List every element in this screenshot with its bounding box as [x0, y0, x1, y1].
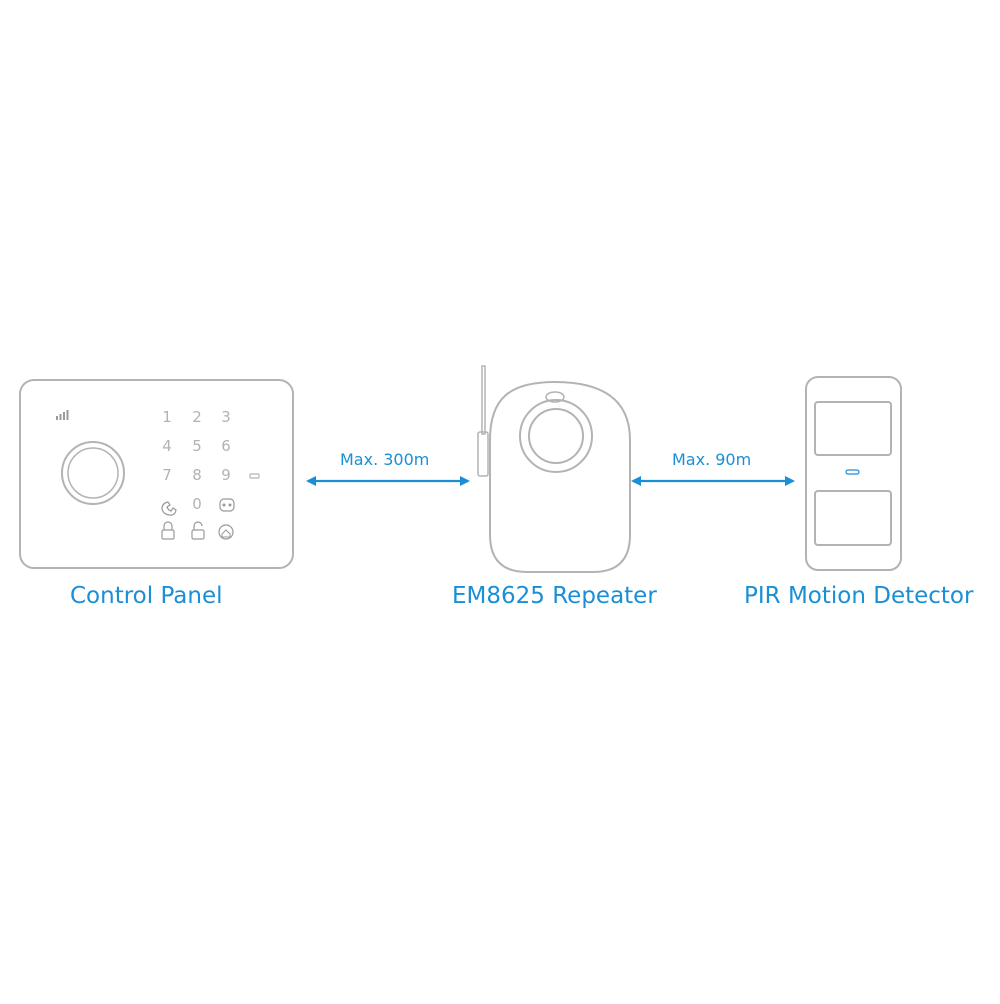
keypad-key-8: 8: [192, 466, 202, 484]
range-label-panel-repeater: Max. 300m: [340, 450, 430, 469]
keypad-key-3: 3: [221, 408, 231, 426]
repeater-lens-outer: [519, 399, 593, 473]
sos-icon: [219, 498, 235, 512]
repeater-device: [477, 365, 631, 573]
keypad-key-5: 5: [192, 437, 202, 455]
keypad-key-1: 1: [162, 408, 172, 426]
antenna: [481, 365, 486, 435]
pir-led: [845, 469, 860, 475]
keypad-key-0: 0: [192, 495, 202, 513]
pir-device: [805, 376, 902, 571]
pir-lower-lens: [814, 490, 892, 546]
phone-icon: [161, 501, 177, 516]
unlock-icon: [191, 521, 205, 540]
led-indicator-icon: [249, 473, 260, 479]
keypad-key-4: 4: [162, 437, 172, 455]
keypad-key-9: 9: [221, 466, 231, 484]
control-panel-device: [19, 379, 294, 569]
home-lock-icon: [218, 524, 234, 540]
keypad-key-7: 7: [162, 466, 172, 484]
range-label-repeater-pir: Max. 90m: [672, 450, 752, 469]
signal-bars-icon: [56, 410, 69, 420]
antenna-base: [477, 431, 489, 477]
repeater-lens-inner: [528, 408, 584, 464]
pir-label: PIR Motion Detector: [744, 583, 974, 609]
fingerprint-ring: [61, 441, 125, 505]
pir-upper-lens: [814, 401, 892, 456]
repeater-indicator: [545, 391, 565, 403]
repeater-label: EM8625 Repeater: [452, 583, 657, 609]
keypad-key-2: 2: [192, 408, 202, 426]
keypad-key-6: 6: [221, 437, 231, 455]
lock-icon: [161, 521, 175, 540]
control-panel-label: Control Panel: [70, 583, 223, 609]
